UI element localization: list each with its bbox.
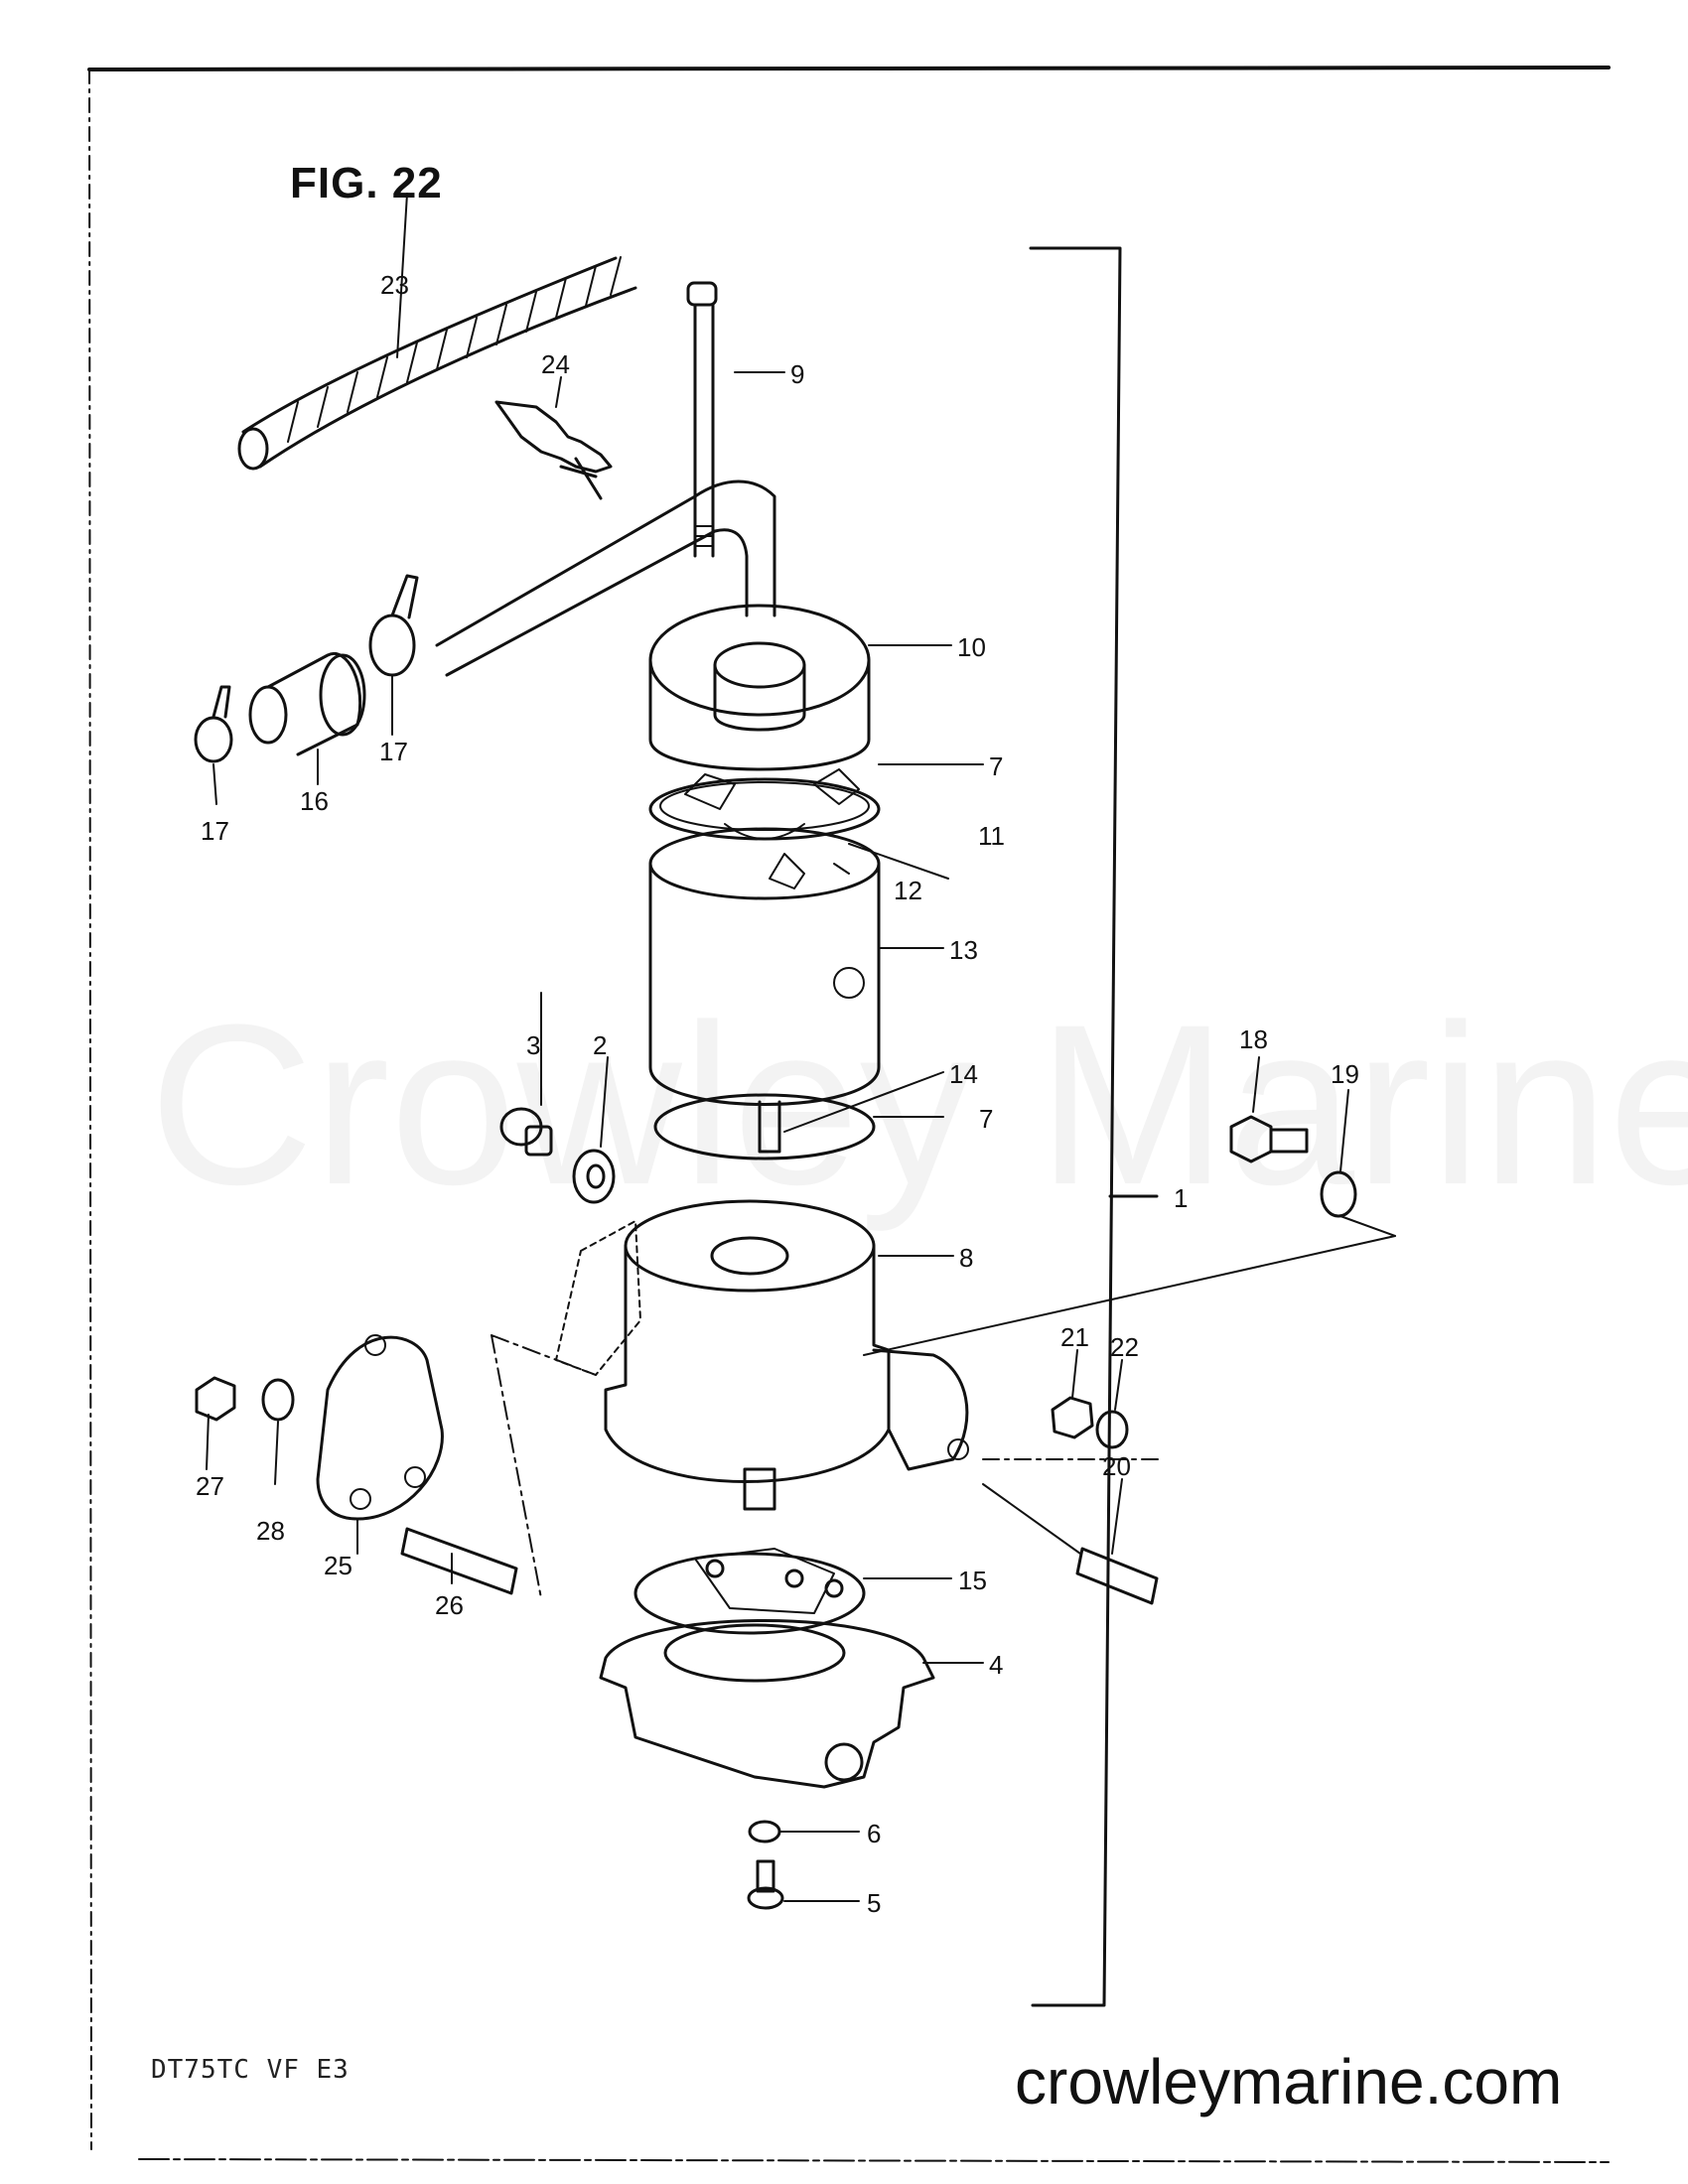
figure-title: FIG. 22 xyxy=(290,159,443,207)
callout-2: 2 xyxy=(593,1030,607,1060)
callout-1: 1 xyxy=(1174,1183,1188,1213)
model-code: DT75TC VF E3 xyxy=(151,2055,350,2085)
leader-19 xyxy=(1339,1215,1396,1237)
hose-clamp-17a xyxy=(194,685,233,763)
callout-11: 11 xyxy=(978,821,1005,851)
callout-12: 12 xyxy=(894,876,922,905)
callout-17-left: 17 xyxy=(201,816,229,846)
stud-20 xyxy=(982,1483,1159,1605)
assembly-bracket xyxy=(1029,246,1159,2007)
leader-lines xyxy=(206,193,1349,1902)
washer-22 xyxy=(1095,1410,1129,1449)
nut-21 xyxy=(1051,1396,1094,1439)
callout-24: 24 xyxy=(541,349,570,379)
o-ring-7-lower xyxy=(653,1093,876,1160)
callout-14: 14 xyxy=(949,1059,978,1089)
bolt-18 xyxy=(1229,1115,1309,1163)
callout-22: 22 xyxy=(1110,1332,1139,1362)
callout-27: 27 xyxy=(196,1471,224,1501)
callout-8: 8 xyxy=(959,1243,973,1273)
callout-21: 21 xyxy=(1060,1322,1089,1352)
bolt-9 xyxy=(686,281,718,558)
clip-24 xyxy=(494,400,613,500)
leader-18-19-to-body xyxy=(863,1235,1396,1356)
callout-5: 5 xyxy=(867,1888,881,1918)
callout-20: 20 xyxy=(1102,1451,1131,1481)
callout-3: 3 xyxy=(526,1030,540,1060)
callout-13: 13 xyxy=(949,935,978,965)
callout-18: 18 xyxy=(1239,1024,1268,1054)
callout-25: 25 xyxy=(324,1551,352,1580)
callout-28: 28 xyxy=(256,1516,285,1546)
washer-28 xyxy=(261,1378,295,1422)
watermark: Crowley Marine xyxy=(149,973,1688,1236)
callout-10: 10 xyxy=(957,632,986,662)
callout-26: 26 xyxy=(435,1590,464,1620)
callout-9: 9 xyxy=(790,359,804,389)
callout-7-upper: 7 xyxy=(989,751,1003,781)
callout-4: 4 xyxy=(989,1650,1003,1680)
pump-base-4 xyxy=(599,1619,935,1789)
o-ring-7-upper-inner xyxy=(659,781,870,831)
callout-7-lower: 7 xyxy=(979,1104,993,1134)
lock-washer-19 xyxy=(1320,1170,1357,1218)
top-cover-10 xyxy=(648,604,871,771)
washer-2 xyxy=(572,1149,616,1204)
screw-5 xyxy=(747,1859,784,1910)
callout-19: 19 xyxy=(1331,1059,1359,1089)
hose-clamp-17b xyxy=(368,574,419,677)
callout-15: 15 xyxy=(958,1566,987,1595)
armature-shaft-14 xyxy=(758,1100,781,1154)
plug-bolt-3 xyxy=(499,1107,553,1157)
callout-23: 23 xyxy=(380,270,409,300)
seal-plate-15 xyxy=(633,1548,866,1635)
page-frame xyxy=(87,66,1611,2163)
callout-17-right: 17 xyxy=(379,737,408,766)
washer-6 xyxy=(748,1820,781,1843)
pump-body-8 xyxy=(555,1199,969,1511)
motor-housing-13 xyxy=(648,827,881,1106)
callout-6: 6 xyxy=(867,1819,881,1848)
fuel-hose xyxy=(435,479,776,677)
centerline-mount xyxy=(491,1334,597,1599)
hose-connector-16 xyxy=(248,651,366,756)
callout-16: 16 xyxy=(300,786,329,816)
spiral-protector-23 xyxy=(237,256,637,471)
stud-26 xyxy=(400,1527,518,1595)
mounting-gasket-25 xyxy=(316,1334,444,1521)
site-url: crowleymarine.com xyxy=(1015,2046,1563,2117)
nut-27 xyxy=(195,1376,236,1422)
